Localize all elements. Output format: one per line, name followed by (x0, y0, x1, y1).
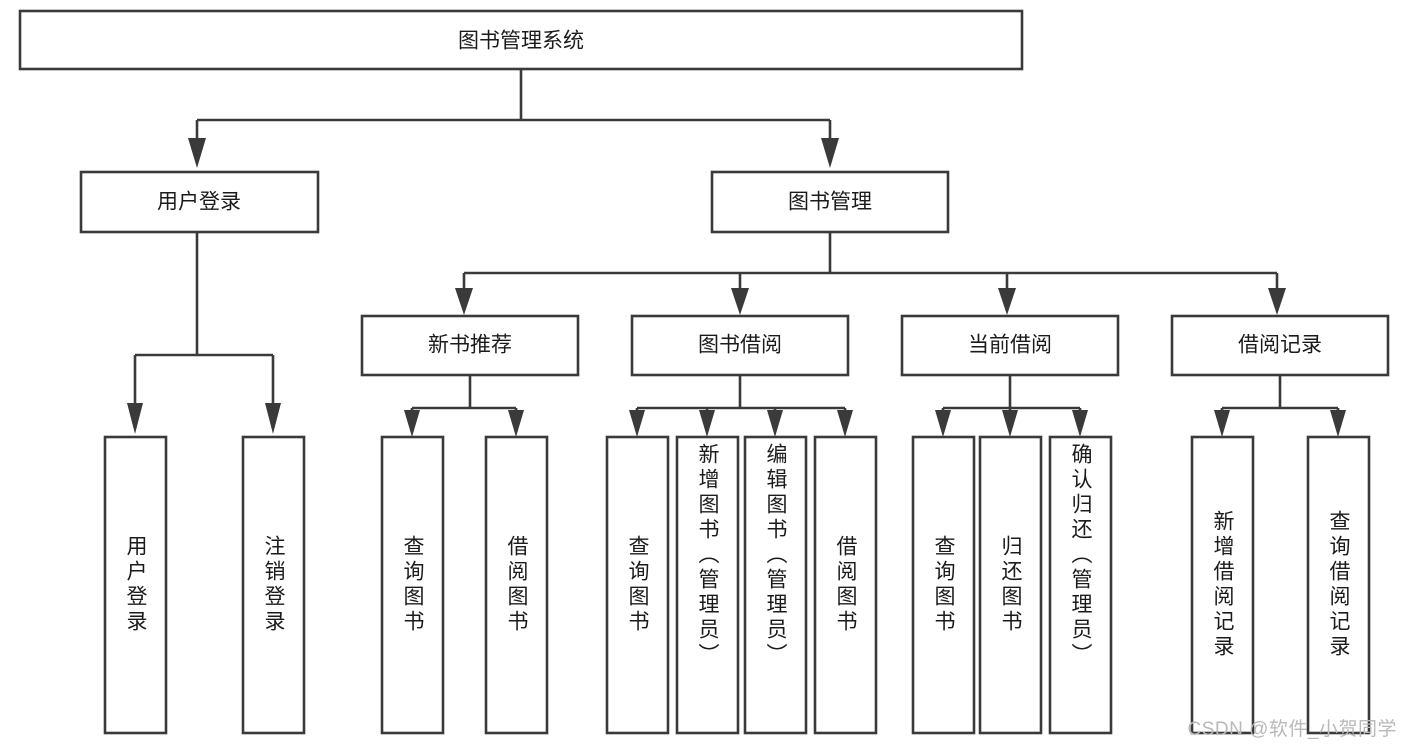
arrow-head-leaf-query-borrow-record (1330, 410, 1346, 437)
node-book-management-label: 图书管理 (788, 191, 872, 214)
node-leaf-query-book-1-box[interactable] (380, 435, 445, 735)
arrow-head-new-book-recommend (455, 288, 473, 315)
arrow-head-leaf-borrow-book-2 (837, 410, 853, 437)
node-leaf-borrow-book-2-box[interactable] (813, 435, 878, 735)
arrow-head-leaf-add-borrow-record (1214, 410, 1230, 437)
node-book-management-box[interactable] (710, 170, 950, 234)
arrow-head-borrow-record (1268, 288, 1286, 315)
node-current-borrow[interactable]: 当前借阅 (900, 314, 1120, 377)
node-new-book-recommend-box[interactable] (360, 314, 580, 377)
node-book-borrow-box[interactable] (630, 314, 850, 377)
node-leaf-query-borrow-record-box[interactable] (1306, 435, 1371, 735)
leaf-box-layer (103, 435, 1371, 735)
arrow-head-leaf-user-login (127, 403, 143, 434)
node-leaf-borrow-book-1-box[interactable] (484, 435, 549, 735)
arrow-head-book-borrow (731, 288, 749, 315)
arrow-head-leaf-borrow-book-1 (508, 410, 524, 437)
node-leaf-user-login-box[interactable] (103, 435, 168, 735)
node-current-borrow-label: 当前借阅 (968, 334, 1052, 357)
node-leaf-query-book-2-box[interactable] (605, 435, 670, 735)
node-root[interactable]: 图书管理系统 (18, 9, 1024, 71)
csdn-watermark: CSDN @软件_小贺同学 (1187, 719, 1397, 740)
node-borrow-record-box[interactable] (1170, 314, 1390, 377)
node-leaf-query-book-3-box[interactable] (911, 435, 976, 735)
node-leaf-confirm-return-admin-box[interactable] (1048, 435, 1113, 735)
node-current-borrow-box[interactable] (900, 314, 1120, 377)
arrow-head-leaf-return-book (1002, 410, 1018, 437)
node-new-book-recommend-label: 新书推荐 (428, 334, 512, 357)
arrow-head-leaf-edit-book-admin (767, 410, 783, 437)
connector-layer (127, 69, 1346, 437)
node-root-label: 图书管理系统 (458, 30, 584, 53)
node-borrow-record[interactable]: 借阅记录 (1170, 314, 1390, 377)
node-leaf-logout-login-box[interactable] (241, 435, 306, 735)
node-leaf-add-borrow-record-box[interactable] (1190, 435, 1255, 735)
arrow-head-leaf-query-book-1 (404, 410, 420, 437)
arrow-head-current-borrow (998, 288, 1016, 315)
node-book-borrow[interactable]: 图书借阅 (630, 314, 850, 377)
node-user-login-box[interactable] (79, 170, 320, 234)
arrow-head-leaf-logout-login (265, 403, 281, 434)
node-leaf-return-book-box[interactable] (978, 435, 1043, 735)
node-new-book-recommend[interactable]: 新书推荐 (360, 314, 580, 377)
arrow-head-leaf-query-book-3 (935, 410, 951, 437)
arrow-head-book-management (821, 138, 839, 168)
node-leaf-add-book-admin-box[interactable] (675, 435, 740, 735)
node-book-management[interactable]: 图书管理 (710, 170, 950, 234)
arrow-head-user-login (188, 138, 206, 168)
node-user-login-label: 用户登录 (157, 191, 241, 214)
node-leaf-edit-book-admin-box[interactable] (743, 435, 808, 735)
node-user-login[interactable]: 用户登录 (79, 170, 320, 234)
node-borrow-record-label: 借阅记录 (1238, 334, 1322, 357)
node-root-box[interactable] (18, 9, 1024, 71)
arrow-head-leaf-query-book-2 (629, 410, 645, 437)
arrow-head-leaf-confirm-return-admin (1072, 410, 1088, 437)
node-book-borrow-label: 图书借阅 (698, 334, 782, 357)
arrow-head-leaf-add-book-admin (699, 410, 715, 437)
